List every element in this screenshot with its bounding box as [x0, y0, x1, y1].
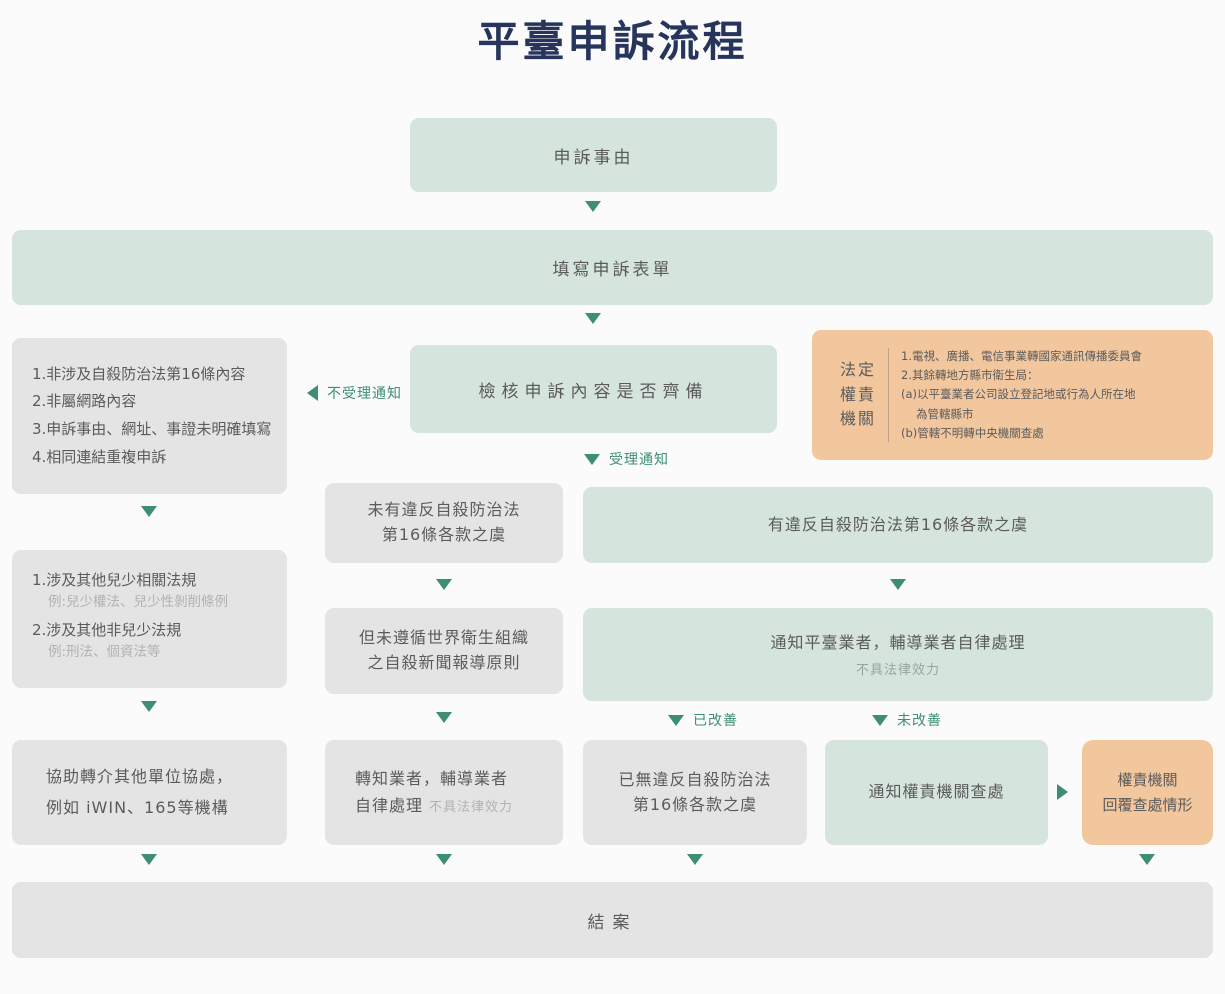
- arrow-down-icon: [585, 313, 601, 324]
- arrow-down-icon: [141, 506, 157, 517]
- reject-reason-item: 2.非屬網路內容: [32, 392, 137, 411]
- label-improved-text: 已改善: [693, 713, 738, 729]
- legal-authority-detail: 1.電視、廣播、電信事業轉國家通訊傳播委員會 2.其餘轉地方縣市衛生局： (a)…: [901, 348, 1142, 440]
- arrow-down-icon: [668, 714, 684, 726]
- node-reject-reasons: 1.非涉及自殺防治法第16條內容 2.非屬網路內容 3.申訴事由、網址、事證未明…: [12, 338, 287, 494]
- label-not-improved: 未改善: [872, 710, 942, 730]
- node-close-case: 結案: [12, 882, 1213, 958]
- arrow-down-icon: [584, 453, 600, 465]
- arrow-down-icon: [890, 579, 906, 590]
- node-check-content: 檢核申訴內容是否齊備: [410, 345, 777, 433]
- vertical-divider: [888, 348, 890, 442]
- arrow-down-icon: [872, 714, 888, 726]
- node-notify-authority: 通知權責機關查處: [825, 740, 1048, 845]
- arrow-down-icon: [141, 701, 157, 712]
- arrow-right-icon: [1057, 784, 1068, 800]
- node-inform-business: 轉知業者，輔導業者 自律處理不具法律效力: [325, 740, 563, 845]
- legal-authority-title: 法定 權責 機關: [840, 359, 877, 429]
- arrow-down-icon: [436, 854, 452, 865]
- label-accept-notice-text: 受理通知: [609, 452, 669, 468]
- arrow-left-icon: [307, 385, 318, 401]
- node-no-more-violation: 已無違反自殺防治法 第16條各款之虞: [583, 740, 807, 845]
- arrow-down-icon: [585, 201, 601, 212]
- node-no-violation: 未有違反自殺防治法 第16條各款之虞: [325, 483, 563, 563]
- node-fill-form: 填寫申訴表單: [12, 230, 1213, 305]
- other-laws-example: 例:兒少權法、兒少性剝削條例: [48, 594, 229, 611]
- no-legal-effect-note: 不具法律效力: [429, 799, 514, 815]
- page-title: 平臺申訴流程: [477, 17, 748, 66]
- node-complaint-reason: 申訴事由: [410, 118, 777, 192]
- node-other-laws: 1.涉及其他兒少相關法規 例:兒少權法、兒少性剝削條例 2.涉及其他非兒少法規 …: [12, 550, 287, 688]
- arrow-down-icon: [687, 854, 703, 865]
- node-not-following-who: 但未遵循世界衛生組織 之自殺新聞報導原則: [325, 608, 563, 694]
- other-laws-example: 例:刑法、個資法等: [48, 644, 161, 661]
- other-laws-item: 2.涉及其他非兒少法規: [32, 621, 182, 639]
- node-notify-platform: 通知平臺業者，輔導業者自律處理 不具法律效力: [583, 608, 1213, 701]
- arrow-down-icon: [436, 579, 452, 590]
- node-refer-other: 協助轉介其他單位協處， 例如 iWIN、165等機構: [12, 740, 287, 845]
- label-reject-notice: 不受理通知: [307, 383, 402, 403]
- label-reject-notice-text: 不受理通知: [327, 386, 402, 402]
- arrow-down-icon: [1139, 854, 1155, 865]
- node-violation: 有違反自殺防治法第16條各款之虞: [583, 487, 1213, 563]
- node-fill-form-label: 填寫申訴表單: [552, 260, 673, 280]
- node-authority-reply: 權責機關 回覆查處情形: [1082, 740, 1213, 845]
- label-not-improved-text: 未改善: [897, 713, 942, 729]
- label-accept-notice: 受理通知: [584, 449, 669, 469]
- node-check-content-label: 檢核申訴內容是否齊備: [478, 381, 709, 402]
- other-laws-item: 1.涉及其他兒少相關法規: [32, 570, 197, 589]
- no-legal-effect-note: 不具法律效力: [855, 663, 940, 679]
- reject-reason-item: 4.相同連結重複申訴: [32, 447, 167, 466]
- node-legal-authority: 法定 權責 機關 1.電視、廣播、電信事業轉國家通訊傳播委員會 2.其餘轉地方縣…: [812, 330, 1213, 460]
- arrow-down-icon: [436, 712, 452, 723]
- node-complaint-reason-label: 申訴事由: [553, 147, 634, 168]
- reject-reason-item: 3.申訴事由、網址、事證未明確填寫: [32, 420, 272, 438]
- reject-reason-item: 1.非涉及自殺防治法第16條內容: [32, 364, 246, 383]
- label-improved: 已改善: [668, 710, 738, 730]
- arrow-down-icon: [141, 854, 157, 865]
